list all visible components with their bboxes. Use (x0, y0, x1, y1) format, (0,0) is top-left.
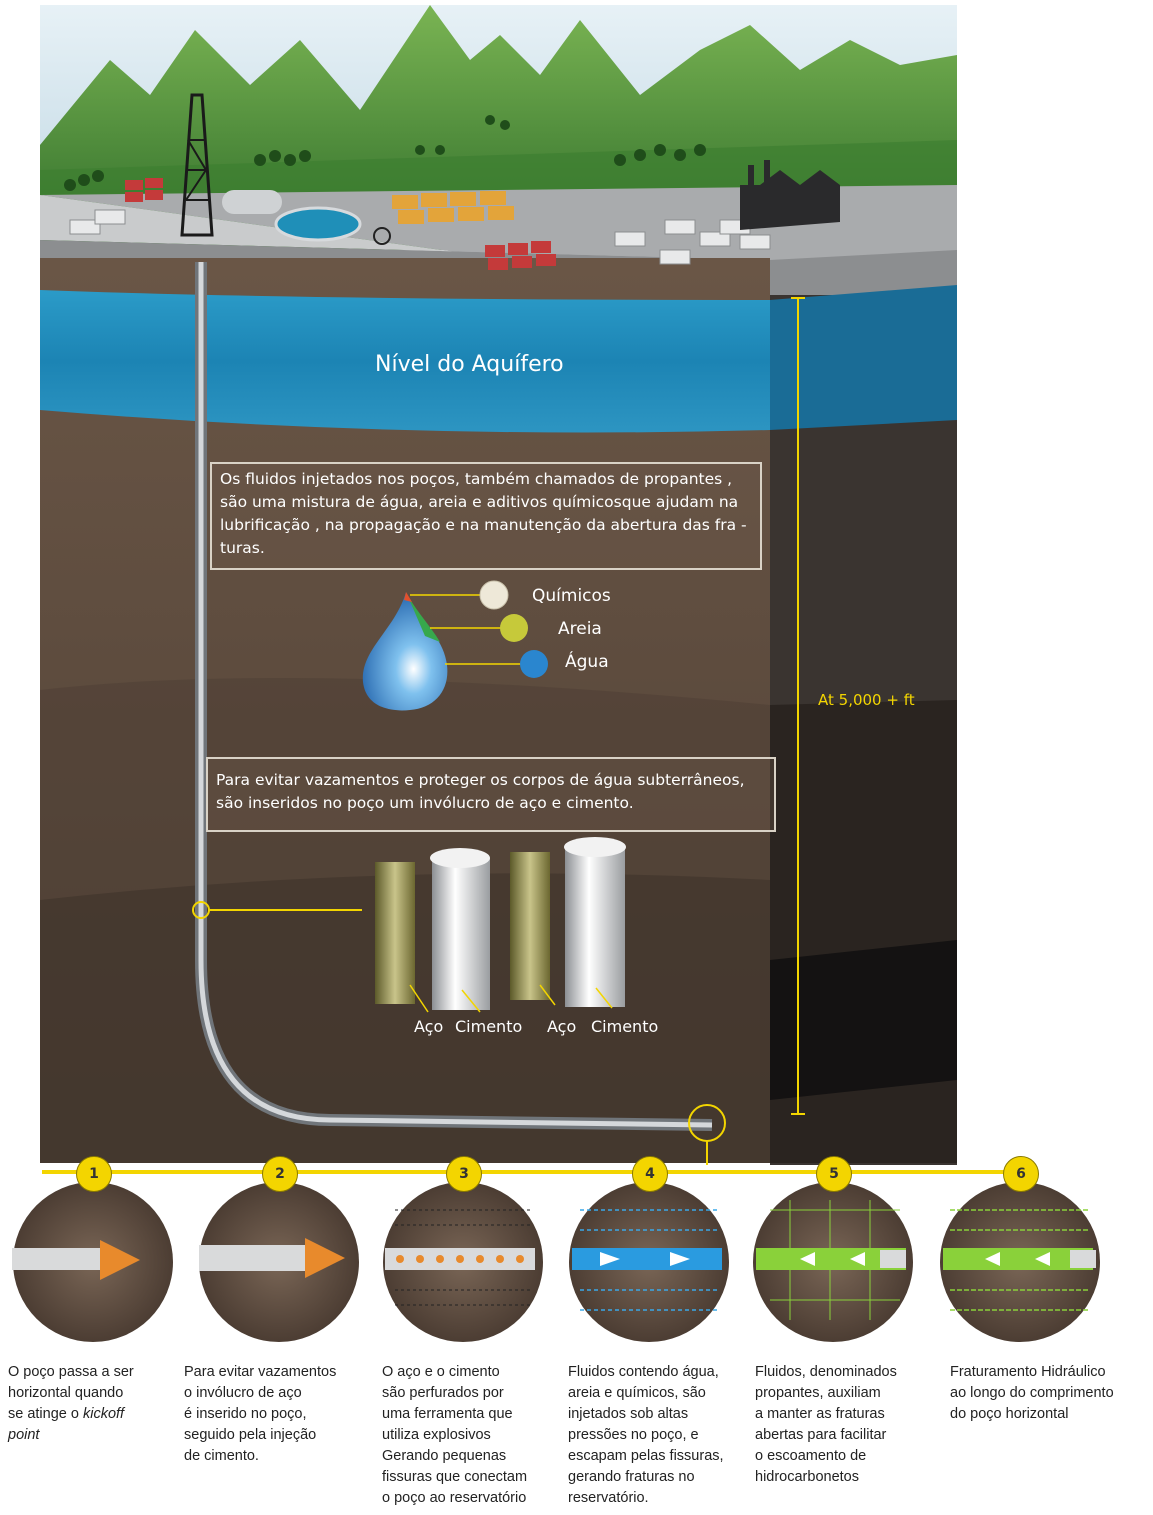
step-6-description: Fraturamento Hidráulico ao longo do comp… (950, 1364, 1114, 1422)
casing-line-1: Para evitar vazamentos e proteger os cor… (216, 771, 745, 789)
step-badge-6: 6 (1003, 1156, 1039, 1192)
water-label: Água (565, 652, 609, 672)
step-circles (13, 1182, 1100, 1342)
step-badge-4: 4 (632, 1156, 668, 1192)
steel-label-1: Aço (414, 1017, 444, 1036)
casing-cylinders (192, 837, 626, 1013)
step-3-description: O aço e o cimento são perfurados por uma… (382, 1364, 528, 1506)
casing-line-2: são inseridos no poço um invólucro de aç… (216, 794, 634, 812)
step-badge-3: 3 (446, 1156, 482, 1192)
step-4-description: Fluidos contendo água, areia e químicos,… (568, 1364, 724, 1506)
step-badge-5: 5 (816, 1156, 852, 1192)
fluids-line-2: são uma mistura de água, areia e aditivo… (220, 493, 739, 511)
step-badge-2: 2 (262, 1156, 298, 1192)
fluids-info-box: Os fluidos injetados nos poços, também c… (210, 462, 762, 570)
fluids-line-3: lubrificação , na propagação e na manute… (220, 516, 747, 534)
step-2-description: Para evitar vazamentos o invólucro de aç… (184, 1364, 337, 1464)
sand-label: Areia (558, 619, 602, 639)
step-1-description: O poço passa a ser horizontal quando se … (8, 1364, 134, 1443)
fluids-line-4: turas. (220, 539, 265, 557)
aquifer-label: Nível do Aquífero (375, 352, 564, 377)
drilling-rig (180, 93, 214, 237)
step-badge-1: 1 (76, 1156, 112, 1192)
fluid-droplet (362, 580, 548, 711)
depth-marker (791, 297, 805, 1115)
cement-label-1: Cimento (455, 1017, 523, 1036)
chemicals-label: Químicos (532, 586, 611, 606)
fluids-line-1: Os fluidos injetados nos poços, também c… (220, 470, 733, 488)
depth-label: At 5,000 + ft (818, 691, 915, 709)
cement-label-2: Cimento (591, 1017, 659, 1036)
steel-label-2: Aço (547, 1017, 577, 1036)
step-5-description: Fluidos, denominados propantes, auxiliam… (755, 1364, 897, 1485)
casing-info-box: Para evitar vazamentos e proteger os cor… (206, 757, 776, 832)
